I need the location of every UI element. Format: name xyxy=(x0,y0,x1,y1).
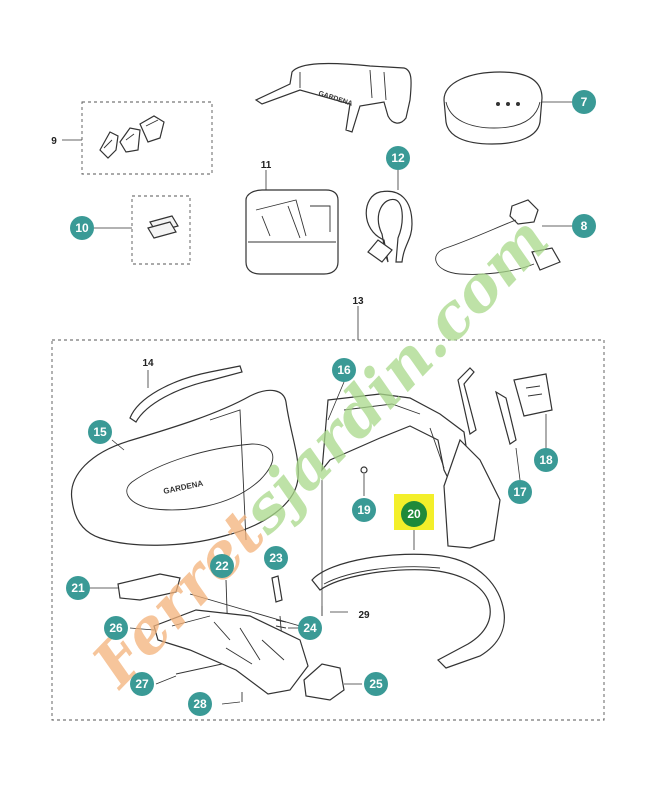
callout-circle xyxy=(534,448,558,472)
callout-23: 23 xyxy=(264,546,288,570)
callout-circle xyxy=(264,546,288,570)
callout-number: 18 xyxy=(539,453,553,467)
part-16-housing xyxy=(321,381,501,549)
callout-circle xyxy=(401,501,427,527)
part-12-hook xyxy=(365,170,413,263)
callout-12: 12 xyxy=(386,146,410,170)
callout-number: 15 xyxy=(93,425,107,439)
callout-circle xyxy=(572,214,596,238)
callout-number: 7 xyxy=(581,95,588,109)
callout-number: 28 xyxy=(193,697,207,711)
callout-circle xyxy=(70,216,94,240)
callout-27: 27 xyxy=(130,672,154,696)
callout-number: 17 xyxy=(513,485,527,499)
part-23-pin xyxy=(271,575,283,603)
plain-label-layer: 9 11 13 14 29 xyxy=(51,136,370,621)
callout-28: 28 xyxy=(188,692,212,716)
callout-18: 18 xyxy=(534,448,558,472)
callout-circle xyxy=(88,420,112,444)
part-label-13: 13 xyxy=(352,296,364,307)
callout-number: 22 xyxy=(215,559,229,573)
part-14-strip xyxy=(129,365,243,423)
callout-number: 8 xyxy=(581,219,588,233)
callout-circle xyxy=(572,90,596,114)
part-21-arm xyxy=(90,573,181,601)
callout-17: 17 xyxy=(508,480,532,504)
callout-circle xyxy=(332,358,356,382)
callout-16: 16 xyxy=(332,358,356,382)
callout-circle xyxy=(364,672,388,696)
callout-number: 27 xyxy=(135,677,149,691)
callout-number: 26 xyxy=(109,621,123,635)
part-25-clip xyxy=(303,663,362,701)
callout-number: 21 xyxy=(71,581,85,595)
callout-25: 25 xyxy=(364,672,388,696)
callout-circle xyxy=(188,692,212,716)
callout-26: 26 xyxy=(104,616,128,640)
callout-10: 10 xyxy=(70,216,94,240)
part-20-bumper xyxy=(311,530,505,669)
callout-circle xyxy=(130,672,154,696)
callout-7: 7 xyxy=(572,90,596,114)
assembly-frame xyxy=(51,339,605,721)
part-label-11: 11 xyxy=(261,160,272,171)
callout-15: 15 xyxy=(88,420,112,444)
part-17-bracket xyxy=(457,367,521,481)
callout-number: 12 xyxy=(391,151,405,165)
callout-number: 25 xyxy=(369,677,383,691)
callout-number: 19 xyxy=(357,503,371,517)
callout-layer: 7 8 10 12 15 16 17 18 19 20 21 22 23 24 25 26 27 28 xyxy=(66,90,596,716)
callout-circle xyxy=(104,616,128,640)
part-29-screw xyxy=(321,480,348,616)
callout-circle xyxy=(298,616,322,640)
part-8-cable xyxy=(435,199,572,275)
part-label-29: 29 xyxy=(358,610,370,621)
part-9-group xyxy=(62,101,213,175)
part-26-chassis xyxy=(129,609,309,695)
callout-number: 10 xyxy=(75,221,89,235)
callout-circle xyxy=(352,498,376,522)
part-19-screw xyxy=(360,466,368,496)
part-10-group xyxy=(94,195,191,265)
callout-21: 21 xyxy=(66,576,90,600)
part-28-screw xyxy=(221,692,243,705)
part-24-spring xyxy=(275,615,298,641)
callout-circle xyxy=(386,146,410,170)
callout-20: 20 xyxy=(394,494,434,530)
callout-8: 8 xyxy=(572,214,596,238)
part-27-screw xyxy=(155,663,223,685)
part-11-toolbox xyxy=(245,170,339,275)
callout-number: 20 xyxy=(407,507,421,521)
callout-number: 24 xyxy=(303,621,317,635)
callout-22: 22 xyxy=(210,554,234,578)
callout-19: 19 xyxy=(352,498,376,522)
callout-24: 24 xyxy=(298,616,322,640)
part-label-14: 14 xyxy=(142,358,154,369)
part-label-9: 9 xyxy=(51,136,57,147)
callout-circle xyxy=(210,554,234,578)
part-18-plate xyxy=(513,373,553,448)
charging-station-part: GARDENA xyxy=(254,62,412,133)
callout-circle xyxy=(508,480,532,504)
callout-number: 23 xyxy=(269,551,283,565)
callout-circle xyxy=(66,576,90,600)
part-7-device xyxy=(443,71,572,145)
part-15-cover: GARDENA xyxy=(70,389,299,546)
callout-number: 16 xyxy=(337,363,351,377)
